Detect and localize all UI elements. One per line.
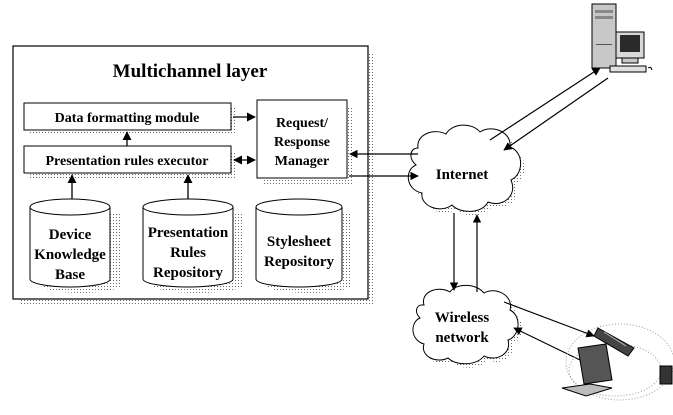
wireless-line-1: Wireless (435, 310, 490, 326)
mobile-phone-icon (593, 327, 635, 357)
desktop-computer-icon (591, 3, 653, 73)
manager-line-1: Request/ (276, 116, 329, 131)
phone-body (593, 327, 635, 357)
device-knowledge-base: Device Knowledge Base (29, 198, 121, 293)
ssr-line-1: Stylesheet (267, 234, 331, 250)
internal-arrows (67, 112, 256, 199)
tower-case (591, 3, 617, 69)
internet-label: Internet (436, 167, 489, 183)
ssr-top (255, 198, 343, 216)
presentation-rules-repository: Presentation Rules Repository (142, 198, 243, 293)
laptop-icon (561, 343, 613, 397)
internet-cloud: Internet (407, 124, 525, 216)
internet-cloud-shape (407, 124, 522, 212)
arrow-internet-to-desktop (489, 67, 601, 141)
wireless-network-cloud: Wireless network (412, 284, 523, 368)
wireless-cloud-shape (412, 284, 519, 365)
drive-bay-2 (595, 16, 613, 19)
prr-top (142, 198, 234, 216)
ssr-body (255, 207, 343, 288)
data-formatting-label: Data formatting module (55, 111, 200, 126)
drive-bay-1 (595, 10, 613, 13)
prr-line-3: Repository (153, 265, 223, 281)
external-arrows (349, 67, 609, 361)
monitor-screen (620, 35, 640, 52)
tower-vent (596, 44, 612, 45)
prr-body (142, 207, 234, 288)
request-response-manager: Request/ Response Manager (256, 99, 353, 184)
mobile-devices (561, 323, 673, 401)
manager-line-3: Manager (275, 154, 329, 169)
arrow-wireless-to-mobile (503, 301, 595, 338)
phone-screen (603, 331, 627, 347)
laptop-screen (577, 343, 613, 385)
prr-line-2: Rules (170, 245, 206, 261)
layer-title: Multichannel layer (113, 61, 268, 82)
executor-label: Presentation rules executor (45, 154, 208, 169)
presentation-rules-executor: Presentation rules executor (23, 145, 236, 178)
data-formatting-box (23, 102, 232, 131)
executor-box (23, 145, 232, 174)
dkb-body (29, 207, 111, 288)
pda-device (659, 365, 673, 385)
stylesheet-repository: Stylesheet Repository (255, 198, 352, 293)
monitor-stand (621, 57, 639, 64)
dkb-line-1: Device (49, 227, 92, 243)
manager-line-2: Response (274, 135, 330, 150)
arrow-desktop-to-internet (503, 77, 609, 151)
keyboard (609, 65, 647, 73)
dkb-top (29, 198, 111, 216)
arrow-mobile-to-wireless (513, 327, 581, 361)
dkb-line-2: Knowledge (34, 247, 106, 263)
manager-box (256, 99, 348, 179)
wireless-halo (565, 323, 673, 401)
laptop-keyboard (561, 383, 613, 397)
mouse-cable (647, 66, 653, 71)
dkb-line-3: Base (55, 267, 85, 283)
prr-line-1: Presentation (148, 225, 229, 241)
ssr-line-2: Repository (264, 254, 334, 270)
wireless-line-2: network (435, 330, 489, 346)
data-formatting-module: Data formatting module (23, 102, 236, 135)
